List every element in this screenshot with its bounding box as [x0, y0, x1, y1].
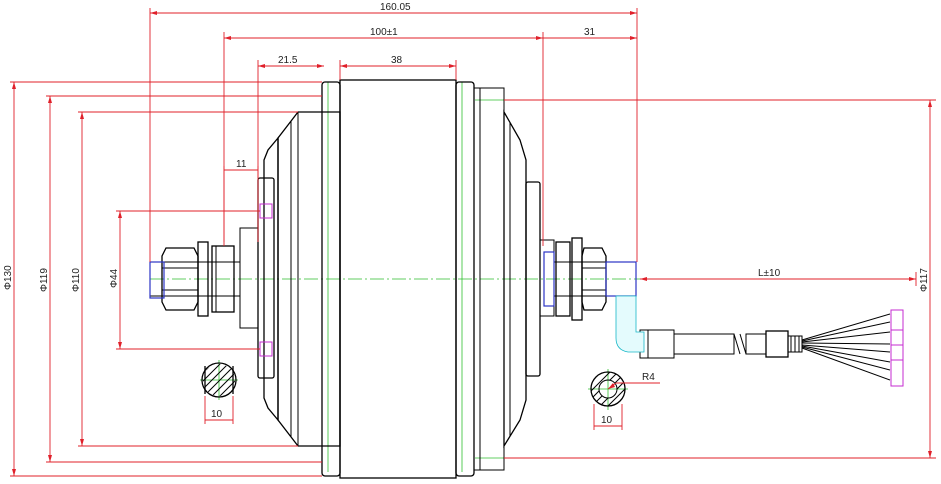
cable-break-1 [733, 333, 741, 355]
fastener-details [149, 203, 904, 387]
left-hub-step [239, 227, 259, 329]
label-right-shaft: 31 [584, 27, 596, 38]
label-drum-width: 38 [391, 55, 403, 66]
left-cover [263, 136, 279, 422]
label-shaft-step: 11 [236, 159, 247, 170]
cable-segment-1 [673, 333, 735, 355]
label-dia-110: Φ110 [71, 268, 82, 292]
label-dia-117: Φ117 [919, 268, 930, 292]
centerlines [150, 82, 640, 472]
right-thread-seal [543, 251, 555, 307]
label-dia-44: Φ44 [109, 268, 120, 288]
left-washer-2 [211, 245, 235, 313]
wire-fanout [801, 313, 891, 381]
label-right-section-width: 10 [601, 415, 613, 426]
label-dia-119: Φ119 [39, 268, 50, 292]
left-thread-end [149, 261, 165, 299]
left-flange [321, 81, 341, 477]
label-flange-span: 100±1 [370, 27, 398, 38]
cable-break-2 [739, 333, 747, 355]
cable-elbow [615, 295, 645, 353]
motor-body [149, 79, 891, 479]
left-washer-1 [197, 241, 209, 317]
label-overall-length: 160.05 [380, 2, 411, 13]
cable-connector [765, 330, 789, 358]
right-hub-step [539, 239, 555, 317]
label-left-section-width: 10 [211, 409, 223, 420]
right-washer-1 [555, 241, 571, 317]
dimension-lines [10, 8, 936, 477]
label-radius: R4 [642, 372, 655, 383]
right-cover [503, 109, 527, 449]
label-cable-length: L±10 [758, 268, 781, 279]
left-axle-nut [161, 247, 199, 311]
top-bolt [259, 203, 273, 219]
right-axle-nut [581, 247, 607, 311]
bottom-bolt [259, 341, 273, 357]
dimension-labels: 160.05 100±1 31 21.5 38 11 L±10 10 10 R4… [3, 2, 930, 426]
label-dia-130: Φ130 [3, 265, 14, 290]
wire-terminal-block [890, 309, 904, 387]
cable-segment-2 [745, 333, 767, 355]
left-shaft-section [201, 362, 237, 398]
label-left-offset: 21.5 [278, 55, 298, 66]
cable-sleeve [639, 329, 675, 359]
